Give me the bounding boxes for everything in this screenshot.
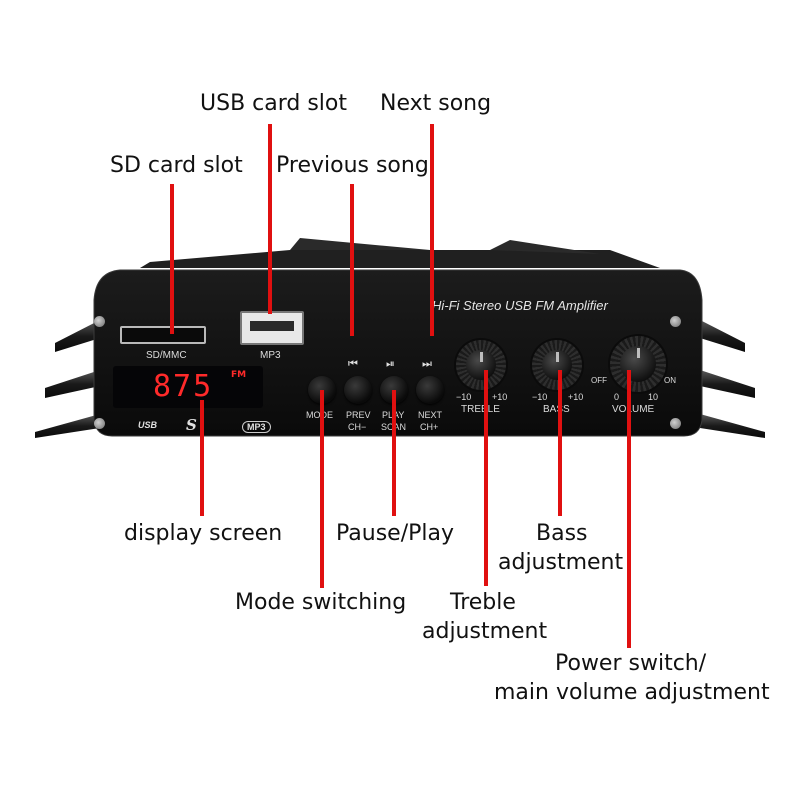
fin-left-3 [35, 414, 100, 438]
usb-card-slot[interactable] [240, 311, 304, 345]
fin-right-2 [700, 370, 755, 398]
sd-logo: S [186, 416, 197, 434]
prev-button-label-1: PREV [346, 410, 371, 420]
leader-next-song [430, 124, 434, 336]
leader-treble-adjustment [484, 370, 488, 586]
callout-power-volume-2: main volume adjustment [494, 680, 770, 705]
screw-bottom-left [94, 418, 105, 429]
leader-pause-play [392, 390, 396, 516]
bass-max-label: +10 [568, 392, 584, 402]
display-value: 875 [153, 369, 214, 404]
play-pause-icon: ⏯ [386, 358, 395, 370]
leader-previous-song [350, 184, 354, 336]
bass-knob-indicator [556, 352, 559, 362]
leader-power-volume [627, 370, 631, 648]
volume-knob[interactable] [610, 336, 666, 392]
top-fin-2 [490, 240, 600, 254]
prev-icon: ⏮ [348, 358, 358, 370]
treble-min-label: −10 [456, 392, 472, 402]
sd-slot-label: SD/MMC [146, 350, 187, 361]
leader-display-screen [200, 400, 204, 516]
prev-button[interactable] [344, 376, 372, 404]
fin-right-1 [700, 320, 745, 352]
bass-min-label: −10 [532, 392, 548, 402]
fin-left-2 [45, 370, 100, 398]
callout-pause-play: Pause/Play [336, 521, 454, 546]
callout-treble-adjustment-1: Treble [450, 590, 516, 615]
volume-knob-indicator [637, 348, 640, 358]
treble-max-label: +10 [492, 392, 508, 402]
fin-left-1 [55, 320, 100, 352]
prev-button-label-2: CH− [348, 422, 367, 432]
callout-previous-song: Previous song [276, 153, 429, 178]
next-button-label-2: CH+ [420, 422, 439, 432]
leader-bass-adjustment [558, 370, 562, 516]
sd-card-slot[interactable] [120, 326, 206, 344]
display-screen: 875 FM [113, 366, 263, 408]
screw-top-right [670, 316, 681, 327]
callout-sd-card-slot: SD card slot [110, 153, 243, 178]
screw-top-left [94, 316, 105, 327]
callout-bass-adjustment-2: adjustment [498, 550, 624, 575]
volume-label: VOLUME [612, 404, 655, 415]
usb-port-opening [250, 321, 294, 331]
usb-slot-label: MP3 [260, 350, 281, 361]
next-icon: ⏭ [422, 358, 432, 370]
fin-right-3 [700, 414, 765, 438]
next-button[interactable] [416, 376, 444, 404]
callout-usb-card-slot: USB card slot [200, 91, 348, 116]
leader-mode-switching [320, 390, 324, 588]
volume-on-label: ON [664, 376, 676, 385]
top-fin-1 [290, 238, 430, 250]
volume-min-label: 0 [614, 392, 620, 402]
treble-knob[interactable] [456, 340, 506, 390]
callout-display-screen: display screen [124, 521, 283, 546]
mode-button-label: MODE [306, 410, 333, 420]
bass-knob[interactable] [532, 340, 582, 390]
leader-usb-card-slot [268, 124, 272, 314]
screw-bottom-right [670, 418, 681, 429]
callout-treble-adjustment-2: adjustment [422, 619, 548, 644]
callout-bass-adjustment-1: Bass [536, 521, 588, 546]
treble-knob-indicator [480, 352, 483, 362]
next-button-label-1: NEXT [418, 410, 443, 420]
callout-power-volume-1: Power switch/ [555, 651, 707, 676]
bass-label: BASS [543, 404, 570, 415]
brand-title: Hi-Fi Stereo USB FM Amplifier [432, 298, 608, 313]
mp3-logo: MP3 [242, 421, 271, 433]
treble-label: TREBLE [461, 404, 500, 415]
volume-max-label: 10 [648, 392, 659, 402]
callout-mode-switching: Mode switching [235, 590, 407, 615]
usb-logo: USB [138, 420, 158, 430]
volume-off-label: OFF [591, 376, 607, 385]
display-unit: FM [231, 370, 247, 380]
callout-next-song: Next song [380, 91, 492, 116]
leader-sd-card-slot [170, 184, 174, 334]
